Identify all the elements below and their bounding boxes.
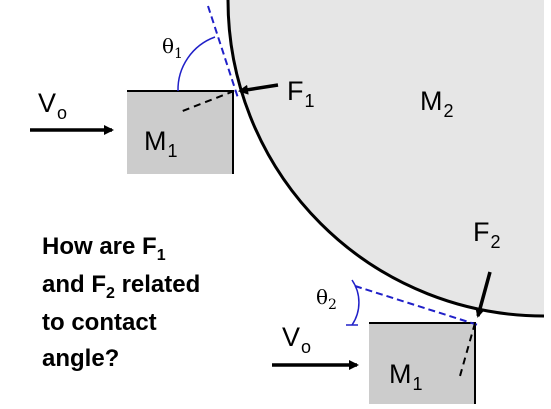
- angle-label-top: θ1: [162, 34, 183, 62]
- question-line-2: and F2 related: [42, 271, 200, 302]
- block-bottom-m1: [369, 323, 475, 404]
- force-label-bottom: F2: [473, 217, 501, 252]
- question-line-1: How are F1: [42, 233, 166, 264]
- force-arrow-bottom: [475, 271, 492, 318]
- force-arrow-top: [238, 83, 279, 95]
- body-m2-shape: [228, 0, 544, 316]
- force-label-top: F1: [287, 76, 315, 111]
- body-m2-contour: [226, 0, 545, 318]
- question-line-4: angle?: [42, 345, 119, 372]
- tangent-line-top: [207, 5, 239, 99]
- question-line-3: to contact: [42, 309, 157, 336]
- block-label-bottom: M1: [389, 359, 423, 394]
- velocity-label-bottom: Vo: [282, 322, 311, 357]
- normal-line-bottom: [459, 322, 476, 377]
- question-text: How are F1 and F2 related to contact ang…: [42, 233, 200, 372]
- velocity-label-top: Vo: [38, 88, 67, 123]
- angle-arc-top: [177, 36, 216, 92]
- block-top-m1: [127, 91, 233, 174]
- angle-arc-bottom: [351, 279, 360, 326]
- normal-line-top: [179, 90, 235, 113]
- angle-label-bottom: θ2: [316, 285, 337, 313]
- body-label-m2: M2: [420, 86, 454, 121]
- block-label-top: M1: [144, 126, 178, 161]
